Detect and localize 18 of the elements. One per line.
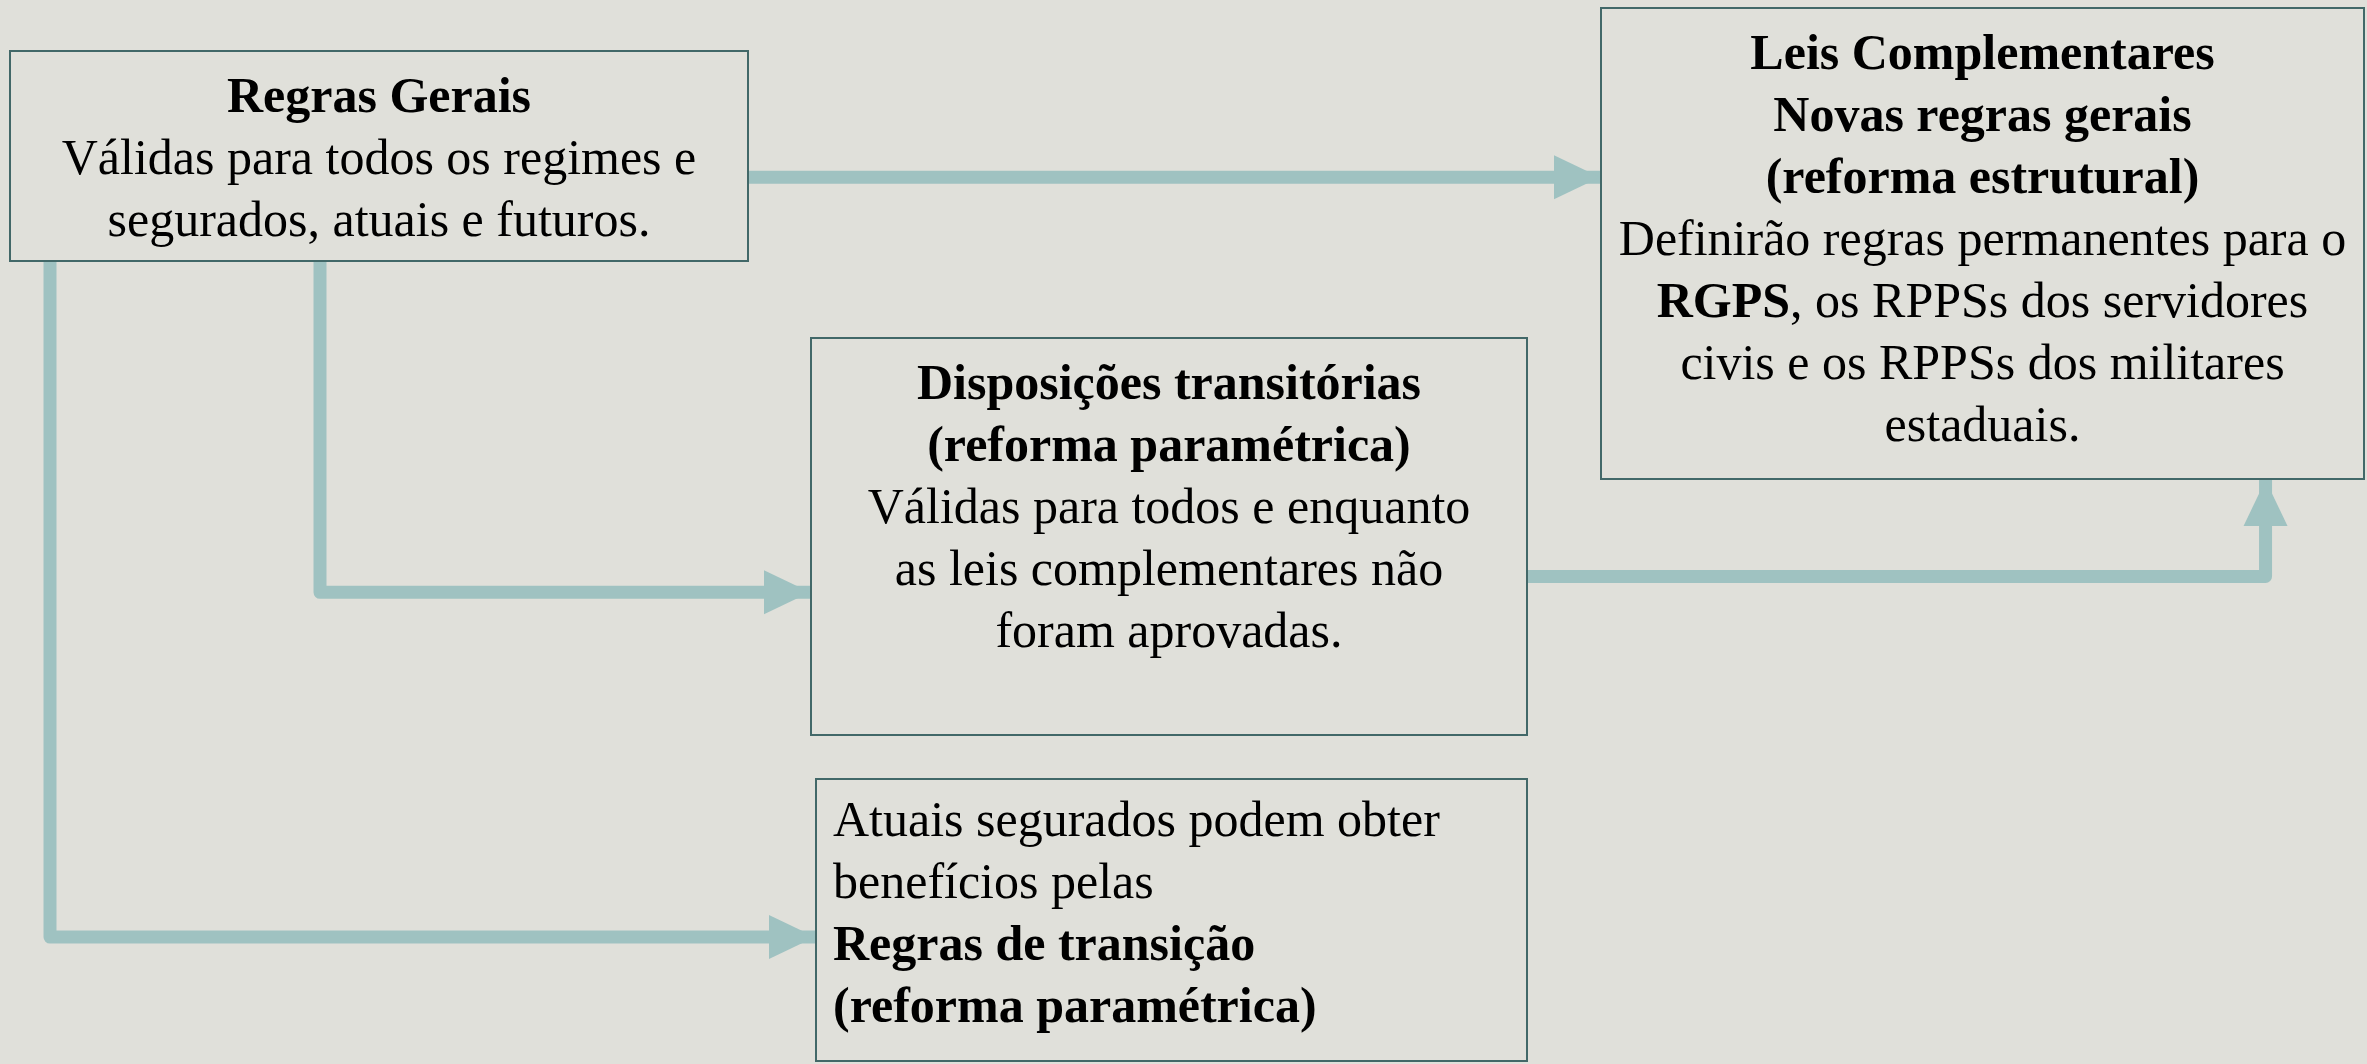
text-box xyxy=(810,337,1528,736)
text-box xyxy=(815,778,1528,1062)
description: Válidas para todos os regimes e segurados, atuais e futuros. xyxy=(60,128,698,249)
heading: Leis Complementares xyxy=(1749,23,2216,82)
arrow xyxy=(313,262,810,615)
arrow xyxy=(749,155,1600,200)
description: Definirão regras permanentes para o RGPS, os RPPSs dos servidores civis e os RPPSs dos militares estaduais. xyxy=(1617,209,2348,454)
heading: Regras Gerais xyxy=(225,66,533,125)
description: Atuais segurados podem obter benefícios pelas xyxy=(833,790,1441,911)
text-box xyxy=(1600,7,2365,480)
heading: Regras de transição (reforma paramétrica) xyxy=(833,914,1318,1035)
heading: Disposições transitórias (reforma paramétrica) xyxy=(915,353,1423,474)
arrow xyxy=(43,262,815,960)
text-box xyxy=(9,50,749,262)
heading: Novas regras gerais xyxy=(1772,85,2193,144)
description: Válidas para todos e enquanto as leis complementares não foram aprovadas. xyxy=(866,477,1472,660)
arrow xyxy=(1528,480,2288,583)
heading: (reforma estrutural) xyxy=(1764,147,2201,206)
